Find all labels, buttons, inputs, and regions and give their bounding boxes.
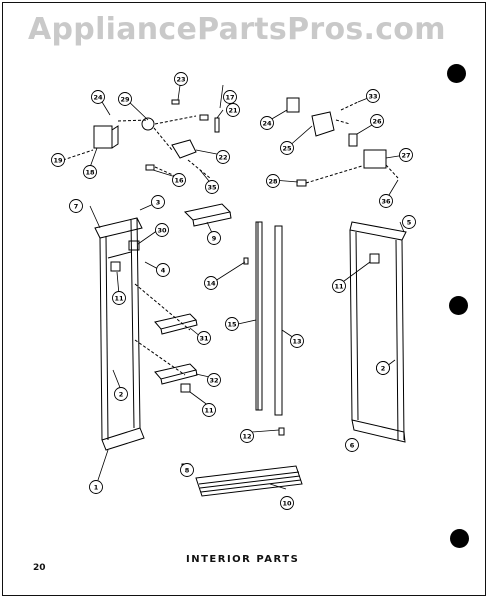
svg-text:11: 11 xyxy=(334,283,344,291)
binder-hole-top xyxy=(447,64,466,83)
shelf-bracket-lower xyxy=(154,363,198,385)
svg-text:9: 9 xyxy=(212,235,217,243)
bottom-grille xyxy=(195,465,303,497)
right-liner xyxy=(349,221,407,443)
shelf-bracket-upper xyxy=(154,313,198,335)
svg-text:4: 4 xyxy=(161,267,166,275)
liner-clips-left xyxy=(110,240,191,393)
svg-text:7: 7 xyxy=(74,203,79,211)
svg-text:6: 6 xyxy=(350,442,355,450)
svg-text:21: 21 xyxy=(228,107,238,115)
svg-text:3: 3 xyxy=(156,199,161,207)
binder-hole-middle xyxy=(449,296,468,315)
upper-shelf-piece xyxy=(183,203,232,227)
svg-text:30: 30 xyxy=(157,227,167,235)
svg-text:33: 33 xyxy=(368,93,377,101)
svg-text:32: 32 xyxy=(209,377,218,385)
svg-text:10: 10 xyxy=(282,500,292,508)
svg-text:12: 12 xyxy=(242,433,251,441)
svg-text:8: 8 xyxy=(185,467,190,475)
svg-text:16: 16 xyxy=(174,177,184,185)
svg-text:25: 25 xyxy=(282,145,292,153)
svg-text:26: 26 xyxy=(372,118,382,126)
svg-text:2: 2 xyxy=(119,391,124,399)
svg-text:22: 22 xyxy=(218,154,227,162)
page-border xyxy=(2,2,486,596)
breaker-strip-15 xyxy=(255,221,263,411)
breaker-strip-13 xyxy=(274,225,283,416)
svg-text:11: 11 xyxy=(204,407,214,415)
svg-text:27: 27 xyxy=(401,152,410,160)
svg-text:14: 14 xyxy=(206,280,216,288)
svg-text:13: 13 xyxy=(292,338,301,346)
watermark: AppliancePartsPros.com xyxy=(28,12,446,47)
binder-hole-bottom xyxy=(450,529,469,548)
svg-text:23: 23 xyxy=(176,76,185,84)
diagram-caption: INTERIOR PARTS xyxy=(186,554,300,565)
svg-text:35: 35 xyxy=(207,184,217,192)
page-number: 20 xyxy=(33,563,46,573)
svg-text:24: 24 xyxy=(93,94,103,102)
svg-text:17: 17 xyxy=(225,94,234,102)
left-liner xyxy=(94,217,145,451)
svg-text:29: 29 xyxy=(120,96,130,104)
svg-text:1: 1 xyxy=(94,484,99,492)
svg-text:15: 15 xyxy=(227,321,237,329)
svg-text:11: 11 xyxy=(114,295,124,303)
svg-text:24: 24 xyxy=(262,120,272,128)
svg-text:2: 2 xyxy=(381,365,386,373)
thermostat-assembly xyxy=(286,97,387,187)
svg-text:19: 19 xyxy=(53,157,63,165)
svg-text:36: 36 xyxy=(381,198,391,206)
svg-text:28: 28 xyxy=(268,178,278,186)
svg-text:5: 5 xyxy=(407,219,412,227)
svg-text:18: 18 xyxy=(85,169,95,177)
svg-text:31: 31 xyxy=(199,335,209,343)
light-switch-assembly xyxy=(93,99,220,171)
